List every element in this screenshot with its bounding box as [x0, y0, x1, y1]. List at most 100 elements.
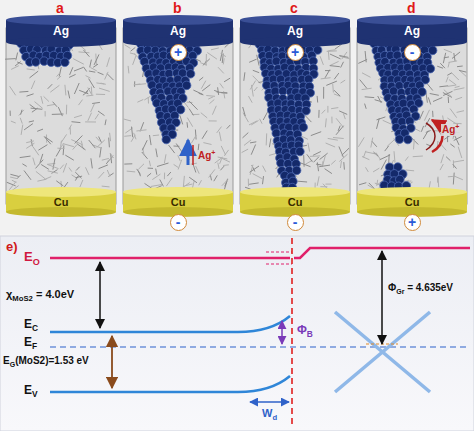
- mos2-flake: [222, 180, 228, 186]
- mos2-flake: [199, 93, 204, 95]
- mos2-flake: [60, 141, 62, 147]
- mos2-flake: [90, 60, 92, 68]
- mos2-flake: [36, 160, 44, 169]
- mos2-flake: [108, 138, 110, 148]
- ag-atom: [272, 129, 281, 138]
- mos2-flake: [137, 169, 141, 175]
- electrode-name: Ag: [404, 24, 420, 38]
- mos2-flake: [322, 110, 326, 114]
- mos2-flake: [452, 73, 459, 80]
- polarity-sign: -: [170, 214, 187, 231]
- mos2-flake: [157, 163, 169, 167]
- mos2-flake: [97, 140, 105, 148]
- mos2-flake: [220, 166, 224, 170]
- mos2-flake: [220, 50, 222, 61]
- mos2-flake: [358, 137, 364, 146]
- mos2-flake: [27, 94, 34, 96]
- cu-top: [357, 187, 467, 197]
- mos2-flake: [359, 183, 366, 185]
- mos2-flake: [45, 111, 46, 116]
- mos2-flake: [223, 58, 225, 64]
- mos2-flake: [57, 76, 61, 79]
- mos2-flake: [330, 61, 338, 65]
- mos2-flake: [105, 72, 109, 80]
- ag-electrode: Ag: [400, 24, 424, 38]
- mos2-flake: [217, 127, 222, 133]
- ag-atom: [404, 135, 413, 144]
- mos2-flake: [164, 173, 165, 180]
- mos2-flake: [11, 121, 16, 123]
- mos2-flake: [455, 86, 460, 87]
- mos2-flake: [340, 56, 351, 59]
- mos2-flake: [320, 56, 323, 65]
- mos2-flake: [99, 165, 108, 169]
- mos2-flake: [10, 177, 17, 179]
- mos2-flake: [183, 176, 184, 187]
- mos2-flake: [74, 67, 83, 71]
- sign-text: +: [405, 215, 420, 230]
- mos2-flake: [76, 167, 80, 171]
- mos2-flake: [251, 121, 258, 126]
- mos2-flake: [331, 108, 338, 109]
- mos2-flake: [450, 109, 457, 118]
- mos2-flake: [35, 102, 43, 109]
- mos2-flake: [174, 146, 180, 147]
- mos2-flake: [102, 186, 110, 188]
- mos2-flake: [110, 133, 111, 141]
- mos2-flake: [362, 73, 371, 78]
- mos2-flake: [331, 117, 332, 124]
- energy-label: χMoS2 = 4.0eV: [6, 288, 74, 301]
- mos2-flake: [52, 114, 64, 115]
- mos2-flake: [107, 57, 110, 67]
- mos2-flake: [60, 165, 64, 170]
- mos2-flake: [63, 145, 65, 155]
- cu-bottom: [6, 207, 116, 217]
- mos2-flake: [218, 67, 224, 73]
- mos2-flake: [110, 153, 114, 158]
- mos2-flake: [74, 83, 79, 94]
- mos2-flake: [148, 168, 153, 169]
- mos2-flake: [47, 104, 55, 105]
- mos2-flake: [243, 113, 249, 123]
- mos2-flake: [453, 164, 457, 168]
- mos2-flake: [72, 121, 81, 123]
- mos2-flake: [220, 83, 224, 88]
- device-cylinders: [6, 28, 467, 204]
- mos2-flake: [332, 84, 334, 93]
- mos2-flake: [459, 70, 466, 72]
- mos2-flake: [5, 58, 16, 60]
- mos2-flake: [20, 156, 31, 158]
- mos2-flake: [260, 119, 263, 124]
- mos2-flake: [242, 149, 249, 153]
- electrode-name: Cu: [54, 196, 69, 208]
- electrode-name: Cu: [405, 196, 420, 208]
- mos2-flake: [338, 126, 340, 131]
- mos2-flake: [211, 48, 219, 50]
- energy-label: EF: [24, 336, 37, 350]
- mos2-flake: [95, 114, 99, 120]
- energy-label: ΦGr = 4.635eV: [388, 282, 453, 294]
- mos2-flake: [453, 160, 464, 162]
- mos2-flake: [446, 157, 450, 161]
- cu-top: [240, 187, 350, 197]
- mos2-flake: [53, 102, 58, 107]
- mos2-flake: [251, 145, 255, 155]
- mos2-flake: [189, 109, 194, 116]
- energy-label: Wd: [262, 407, 277, 420]
- mos2-flake: [365, 51, 366, 62]
- mos2-flake: [440, 63, 445, 68]
- mos2-flake: [98, 111, 105, 116]
- mos2-flake: [320, 186, 327, 187]
- mos2-flake: [33, 147, 39, 156]
- mos2-flake: [452, 52, 460, 59]
- ag-electrode: Ag: [166, 24, 190, 38]
- mos2-flake: [426, 93, 427, 103]
- mos2-flake: [94, 54, 99, 65]
- switching-layer: [240, 28, 350, 204]
- mos2-flake: [326, 81, 337, 85]
- mos2-flake: [343, 114, 345, 120]
- mos2-flake: [86, 76, 91, 79]
- mos2-flake: [30, 71, 39, 78]
- band-diagram: [50, 238, 470, 428]
